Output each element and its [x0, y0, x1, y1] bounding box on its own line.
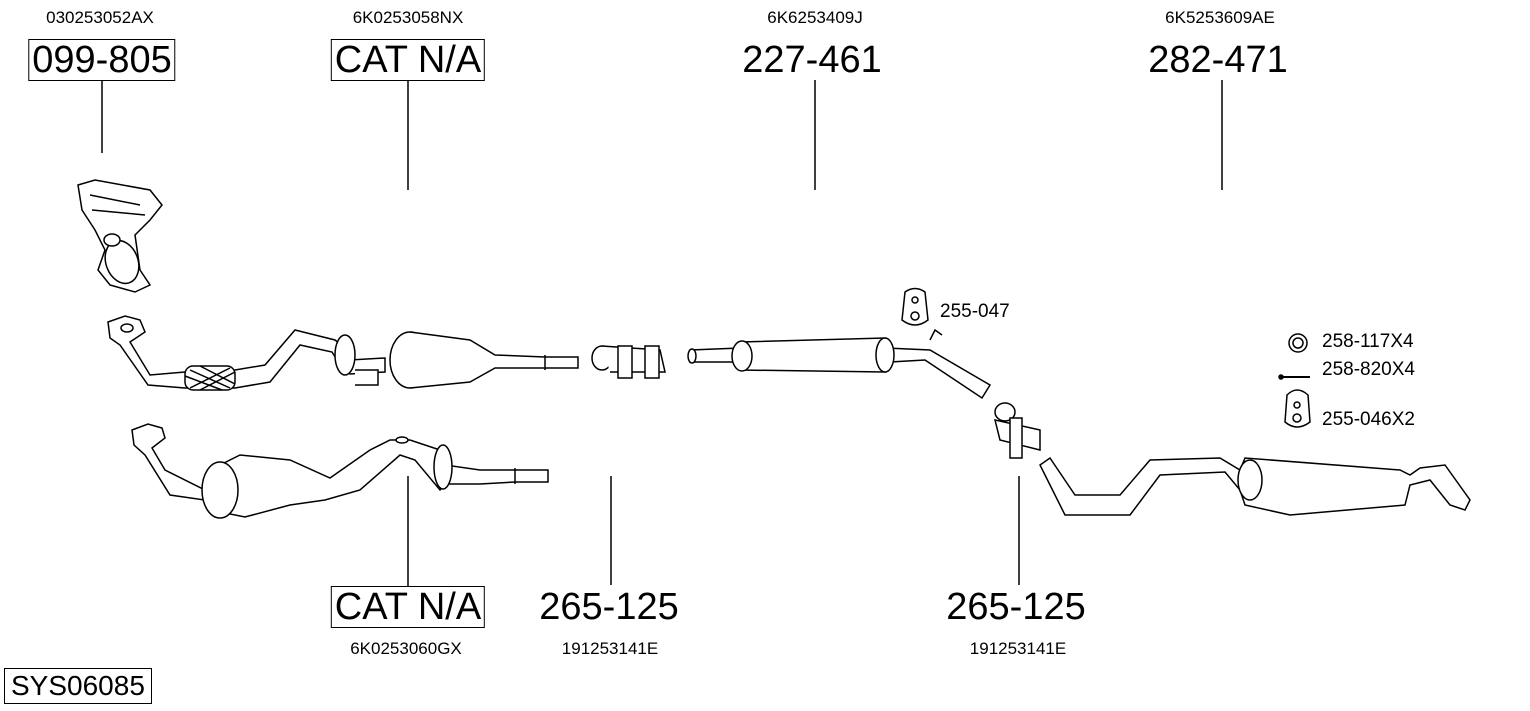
center-muffler-part	[687, 328, 992, 400]
oem-number: 030253052AX	[46, 8, 154, 27]
manifold-part	[77, 179, 163, 293]
oem-number: 6K6253409J	[767, 8, 863, 27]
part-code[interactable]: CAT N/A	[330, 39, 486, 81]
accessory-code[interactable]: 258-820X4	[1322, 359, 1415, 380]
part-code[interactable]: 227-461	[742, 39, 882, 81]
diagram-id: SYS06085	[4, 668, 152, 704]
clamp-265-125-right	[993, 402, 1041, 459]
hanger-icon-255-047	[901, 287, 929, 326]
gasket-icon-258-117	[1288, 333, 1308, 353]
part-code[interactable]: 282-471	[1148, 39, 1288, 81]
accessory-code[interactable]: 255-046X2	[1322, 409, 1415, 430]
accessory-code[interactable]: 258-117X4	[1322, 331, 1414, 352]
oem-number: 6K0253060GX	[350, 639, 462, 658]
oem-number: 191253141E	[969, 639, 1067, 658]
bolt-icon-258-820	[1278, 374, 1310, 380]
clamp-265-125-left	[591, 345, 666, 379]
leader-lines	[101, 80, 1223, 586]
accessory-code[interactable]: 255-047	[940, 301, 1010, 322]
part-code[interactable]: CAT N/A	[330, 586, 486, 628]
oem-number: 6K0253058NX	[352, 8, 464, 27]
part-code[interactable]: 265-125	[539, 586, 679, 628]
catalytic-converter-lower	[131, 423, 549, 519]
front-pipe-part	[107, 315, 386, 391]
rear-muffler-part	[1039, 456, 1471, 516]
catalytic-converter-upper	[355, 331, 579, 389]
part-code[interactable]: 099-805	[28, 39, 176, 81]
oem-number: 191253141E	[561, 639, 659, 658]
part-code[interactable]: 265-125	[946, 586, 1086, 628]
hanger-icon-255-046	[1284, 389, 1311, 428]
oem-number: 6K5253609AE	[1165, 8, 1275, 27]
